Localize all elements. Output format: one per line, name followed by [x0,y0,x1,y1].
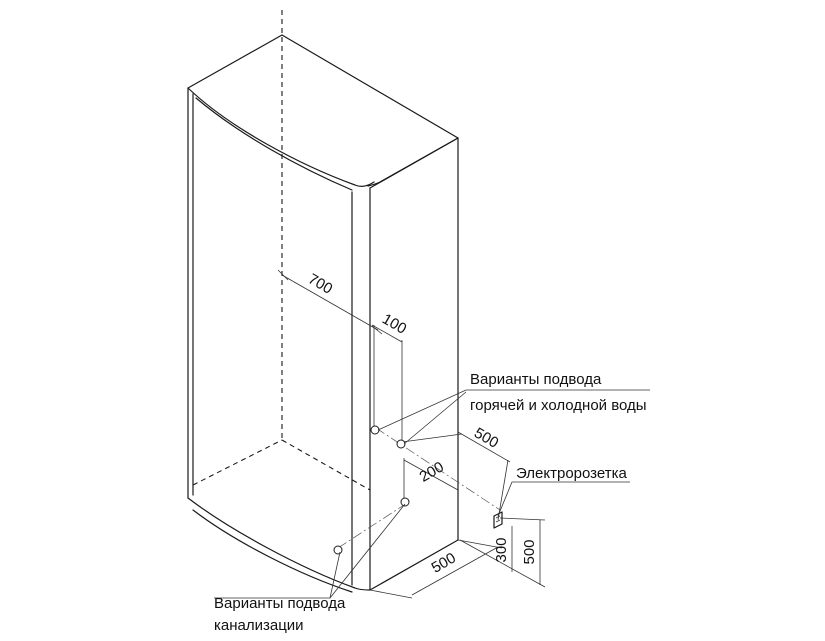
dim-500-top-line [457,431,511,463]
dim-700-line [281,274,379,331]
dim-500-bottom-ext-b [457,539,503,549]
hidden-floor-left [192,439,283,486]
dim-700-tick-a [277,269,289,281]
leader-sewer-2 [329,503,406,599]
dim-100-label: 100 [379,310,409,337]
dim-500-top-ext-a [401,433,463,443]
centerline-water [375,427,501,511]
leader-sewer [214,551,341,599]
water-supply-label-line2: горячей и холодной воды [470,397,647,414]
hidden-floor-right [281,439,371,491]
dim-700-label: 700 [305,270,335,297]
cabin-top-back-left [187,34,283,89]
dim-500-bottom-line [411,546,499,596]
drain-outlet-2 [400,497,410,507]
dim-300-label: 300 [493,537,510,562]
centerline-drain [337,504,405,549]
leader-water [377,389,650,431]
leader-water-2 [403,391,467,445]
dim-500-top-ext-b [497,459,509,521]
water-inlet-1 [370,425,380,435]
dim-right-ext-top [499,517,546,521]
sewer-label-line2: канализации [214,617,304,634]
water-supply-label-line1: Варианты подвода [470,371,602,388]
dimension-lines [277,269,546,599]
leader-lines [214,389,650,599]
cabin-body [187,10,459,593]
cabin-roof-inner-curve [195,97,353,191]
cabin-top-back-right [281,34,459,139]
cabin-right-side-bottom [369,539,459,591]
dim-right-ext-bottom [459,539,546,588]
connections [333,425,503,555]
cabin-bottom-front-curve [187,497,371,591]
dim-500-right-label: 500 [521,539,538,564]
dim-500-top-label: 500 [471,424,501,451]
dim-100-line [371,324,403,343]
cabin-top-front-edge [187,87,375,188]
socket-label: Электророзетка [516,465,627,482]
leader-socket [497,481,630,517]
water-inlet-2 [396,439,406,449]
drain-outlet-1 [333,545,343,555]
dim-200-line [403,459,459,491]
cabin-right-side-top [369,137,459,189]
dim-500-bottom-ext-a [369,589,413,599]
sewer-label-line1: Варианты подвода [214,595,346,612]
